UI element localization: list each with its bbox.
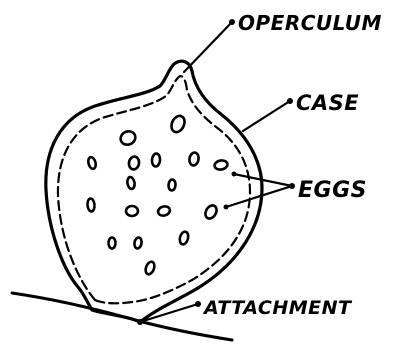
egg — [128, 156, 140, 171]
label-attachment: ATTACHMENT — [202, 297, 353, 319]
eggs-leader-lower — [226, 186, 292, 207]
egg — [214, 159, 228, 170]
egg — [168, 179, 176, 191]
egg — [203, 203, 219, 220]
egg — [178, 231, 189, 246]
case-leader — [243, 101, 290, 131]
operculum-leader — [184, 22, 232, 72]
case-leader-dot — [287, 98, 293, 104]
label-eggs: EGGS — [298, 178, 367, 203]
egg — [127, 176, 136, 189]
operculum-leader-dot — [229, 19, 235, 25]
attachment-point-dot — [137, 319, 143, 325]
egg — [188, 152, 199, 166]
case-outline — [46, 61, 262, 322]
egg — [87, 156, 97, 169]
egg — [169, 114, 187, 134]
egg — [109, 238, 116, 249]
eggs-leader-dot-a — [232, 172, 237, 177]
egg — [118, 129, 137, 147]
eggs-group — [87, 114, 228, 276]
egg — [87, 198, 95, 212]
label-case: CASE — [296, 91, 359, 115]
egg — [134, 237, 143, 249]
egg — [151, 153, 160, 167]
attachment-leader-dot — [195, 301, 201, 307]
label-operculum: OPERCULUM — [238, 11, 382, 35]
egg — [157, 205, 171, 217]
egg — [126, 206, 138, 216]
leader-lines — [137, 19, 295, 325]
egg — [144, 261, 156, 276]
eggs-leader-dot-c — [289, 183, 295, 189]
attachment-leader — [140, 304, 198, 322]
eggs-leader-dot-b — [224, 205, 229, 210]
